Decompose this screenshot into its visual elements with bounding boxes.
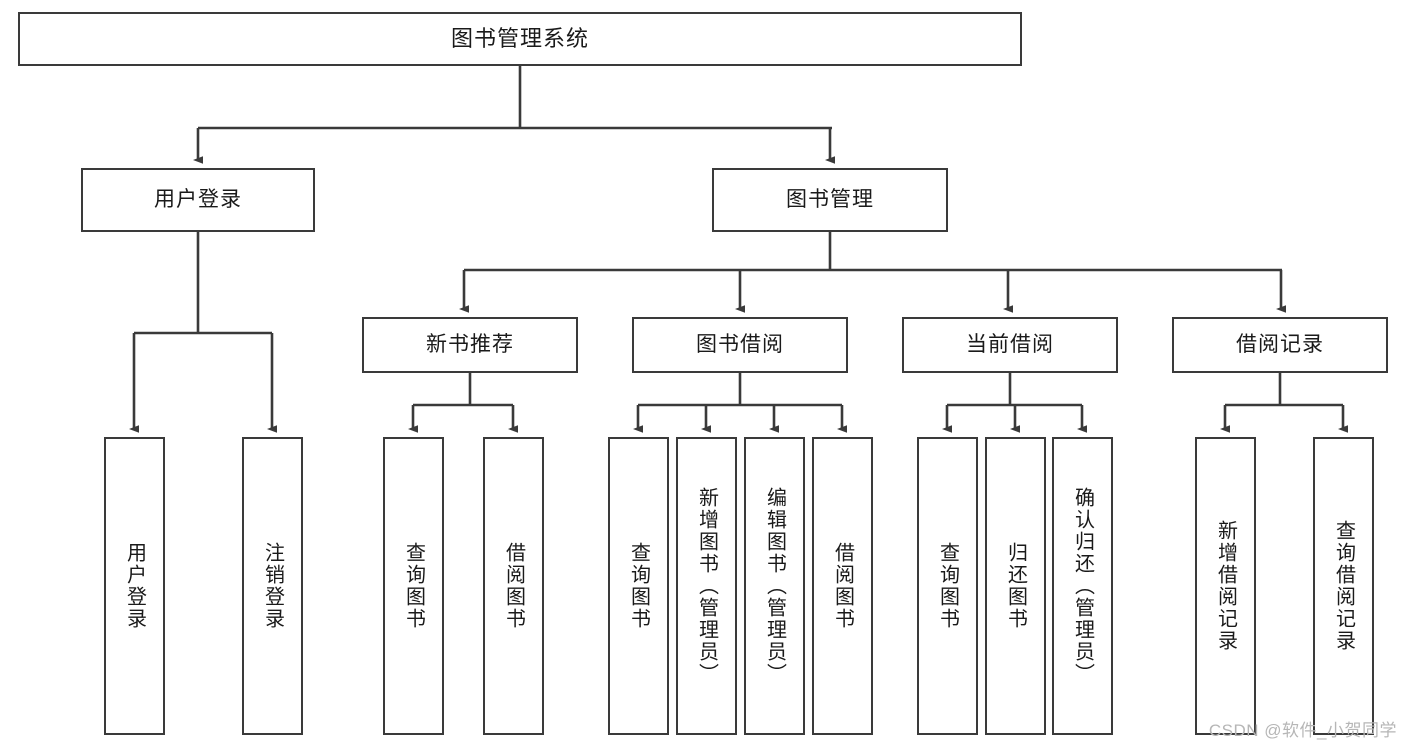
node-leaf-add-book-label: 新增图书（管理员） [695, 487, 718, 685]
node-new-book-rec-label: 新书推荐 [426, 333, 514, 357]
node-borrow-record[interactable]: 借阅记录 [1172, 317, 1388, 373]
node-new-book-rec[interactable]: 新书推荐 [362, 317, 578, 373]
node-user-login[interactable]: 用户登录 [81, 168, 315, 232]
node-leaf-add-record-label: 新增借阅记录 [1214, 520, 1237, 652]
node-leaf-return-book[interactable]: 归还图书 [985, 437, 1046, 735]
node-root[interactable]: 图书管理系统 [18, 12, 1022, 66]
node-leaf-user-login[interactable]: 用户登录 [104, 437, 165, 735]
node-user-login-label: 用户登录 [154, 188, 242, 212]
node-leaf-user-logout-label: 注销登录 [261, 542, 284, 630]
node-leaf-add-book[interactable]: 新增图书（管理员） [676, 437, 737, 735]
node-leaf-query-book-3[interactable]: 查询图书 [917, 437, 978, 735]
node-root-label: 图书管理系统 [450, 25, 589, 51]
node-leaf-query-book-3-label: 查询图书 [936, 542, 959, 630]
node-leaf-borrow-book-2[interactable]: 借阅图书 [812, 437, 873, 735]
node-leaf-query-record-label: 查询借阅记录 [1332, 520, 1355, 652]
node-borrow-record-label: 借阅记录 [1236, 333, 1324, 357]
node-leaf-query-book-1-label: 查询图书 [402, 542, 425, 630]
node-leaf-query-book-1[interactable]: 查询图书 [383, 437, 444, 735]
node-leaf-return-book-label: 归还图书 [1004, 542, 1027, 630]
node-book-borrow[interactable]: 图书借阅 [632, 317, 848, 373]
node-leaf-borrow-book-1[interactable]: 借阅图书 [483, 437, 544, 735]
node-leaf-user-logout[interactable]: 注销登录 [242, 437, 303, 735]
node-leaf-query-book-2-label: 查询图书 [627, 542, 650, 630]
node-book-borrow-label: 图书借阅 [696, 333, 784, 357]
node-leaf-query-record[interactable]: 查询借阅记录 [1313, 437, 1374, 735]
node-current-borrow-label: 当前借阅 [966, 333, 1054, 357]
node-book-manage[interactable]: 图书管理 [712, 168, 948, 232]
node-leaf-user-login-label: 用户登录 [123, 542, 146, 630]
node-leaf-borrow-book-2-label: 借阅图书 [831, 542, 854, 630]
node-leaf-confirm-return-label: 确认归还（管理员） [1071, 487, 1094, 685]
node-leaf-edit-book[interactable]: 编辑图书（管理员） [744, 437, 805, 735]
node-current-borrow[interactable]: 当前借阅 [902, 317, 1118, 373]
node-leaf-edit-book-label: 编辑图书（管理员） [763, 487, 786, 685]
node-leaf-confirm-return[interactable]: 确认归还（管理员） [1052, 437, 1113, 735]
node-leaf-query-book-2[interactable]: 查询图书 [608, 437, 669, 735]
node-book-manage-label: 图书管理 [786, 188, 874, 212]
node-leaf-add-record[interactable]: 新增借阅记录 [1195, 437, 1256, 735]
node-leaf-borrow-book-1-label: 借阅图书 [502, 542, 525, 630]
